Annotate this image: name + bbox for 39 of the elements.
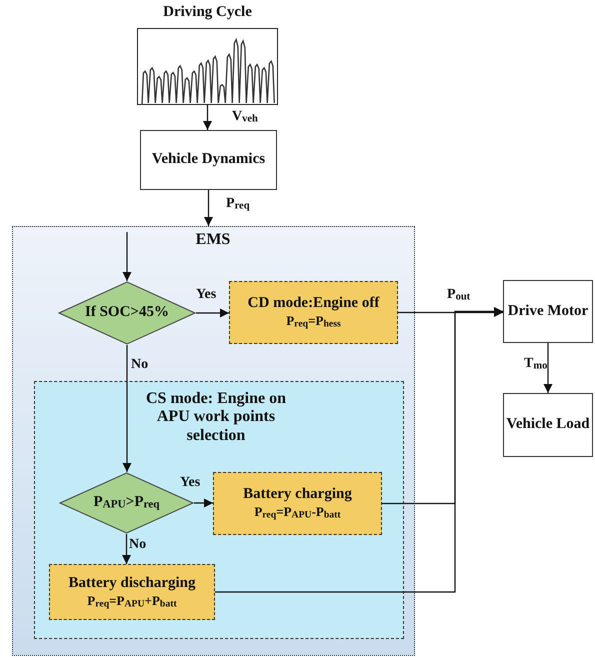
edge-label: No bbox=[131, 358, 148, 372]
formula-text: P$_{req}$=P$_{APU}$-P$_{batt}$ bbox=[254, 505, 341, 521]
box-title: Battery charging bbox=[243, 486, 352, 504]
edge-label: V$_{veh}$ bbox=[232, 110, 258, 126]
arrow bbox=[122, 232, 132, 281]
edge-label: T$_{mo}$ bbox=[524, 357, 548, 372]
box-title: Drive Motor bbox=[508, 302, 588, 320]
panel-title: EMS bbox=[194, 231, 232, 250]
box-title: P$_{APU}$>P$_{req}$ bbox=[93, 494, 160, 512]
edge-label: Yes bbox=[196, 288, 216, 302]
process-box bbox=[213, 472, 382, 535]
arrow bbox=[196, 308, 229, 318]
edge-label: No bbox=[129, 538, 146, 552]
arrow bbox=[544, 343, 552, 393]
edge-label: Yes bbox=[180, 476, 200, 490]
box-title: If SOC>45% bbox=[85, 304, 169, 322]
process-box bbox=[49, 564, 215, 620]
formula-text: P$_{req}$=P$_{hess}$ bbox=[286, 314, 341, 330]
edge-label: P$_{out}$ bbox=[447, 288, 470, 304]
formula-text: P$_{req}$=P$_{APU}$+P$_{batt}$ bbox=[87, 594, 177, 610]
box-title: Battery discharging bbox=[68, 574, 196, 592]
mode-panel bbox=[34, 381, 404, 639]
box-title: Vehicle Dynamics bbox=[152, 151, 266, 169]
process-box bbox=[140, 130, 277, 190]
arrow bbox=[122, 534, 131, 564]
arrow bbox=[215, 307, 503, 593]
system-panel bbox=[12, 226, 415, 656]
chart-title: Driving Cycle bbox=[162, 4, 253, 22]
panel-title: CS mode: Engine on APU work points selection bbox=[144, 390, 288, 446]
box-title: CD mode:Engine off bbox=[248, 295, 380, 312]
process-box bbox=[503, 393, 593, 457]
box-title: Vehicle Load bbox=[506, 416, 590, 434]
edge-label: P$_{req}$ bbox=[226, 197, 250, 212]
process-box bbox=[503, 280, 593, 343]
process-box bbox=[229, 281, 398, 344]
arrow bbox=[122, 345, 132, 472]
arrow bbox=[203, 105, 212, 130]
arrow bbox=[204, 190, 213, 226]
arrow bbox=[194, 498, 213, 508]
